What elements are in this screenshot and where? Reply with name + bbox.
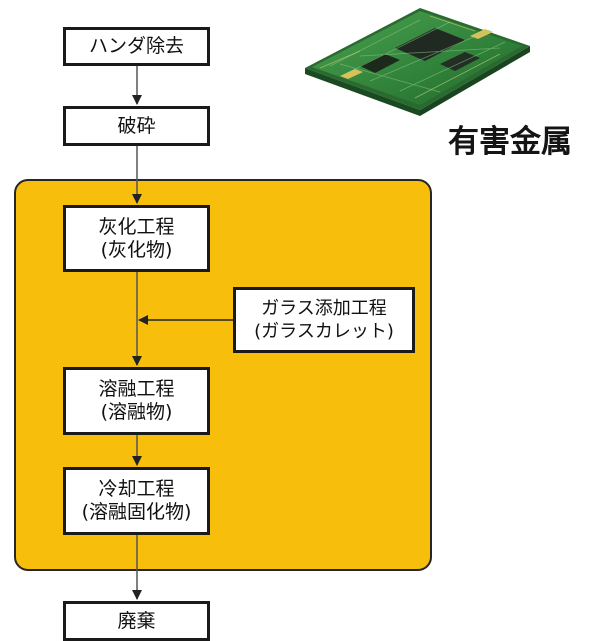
circuit-board-image (300, 6, 535, 136)
step-crushing-label: 破砕 (117, 114, 156, 137)
step-glass-addition: ガラス添加工程 (ガラスカレット) (233, 287, 415, 353)
step-melting-product: (溶融物) (100, 401, 173, 423)
step-disposal-label: 廃棄 (117, 609, 156, 632)
step-cooling: 冷却工程 (溶融固化物) (63, 467, 210, 535)
heavy-metals-label: 有害金属 (448, 124, 572, 160)
step-ashing-title: 灰化工程 (98, 215, 175, 238)
step-cooling-product: (溶融固化物) (81, 501, 192, 523)
step-solder-removal-label: ハンダ除去 (88, 35, 184, 57)
step-crushing: 破砕 (63, 106, 210, 146)
step-solder-removal: ハンダ除去 (63, 27, 210, 66)
step-cooling-title: 冷却工程 (98, 478, 175, 500)
step-glass-addition-title: ガラス添加工程 (261, 298, 387, 319)
step-ashing-product: (灰化物) (100, 238, 173, 261)
step-melting: 溶融工程 (溶融物) (63, 367, 210, 435)
step-ashing: 灰化工程 (灰化物) (63, 205, 210, 272)
step-disposal: 廃棄 (63, 601, 210, 641)
step-glass-addition-product: (ガラスカレット) (254, 321, 394, 342)
step-melting-title: 溶融工程 (98, 378, 175, 400)
